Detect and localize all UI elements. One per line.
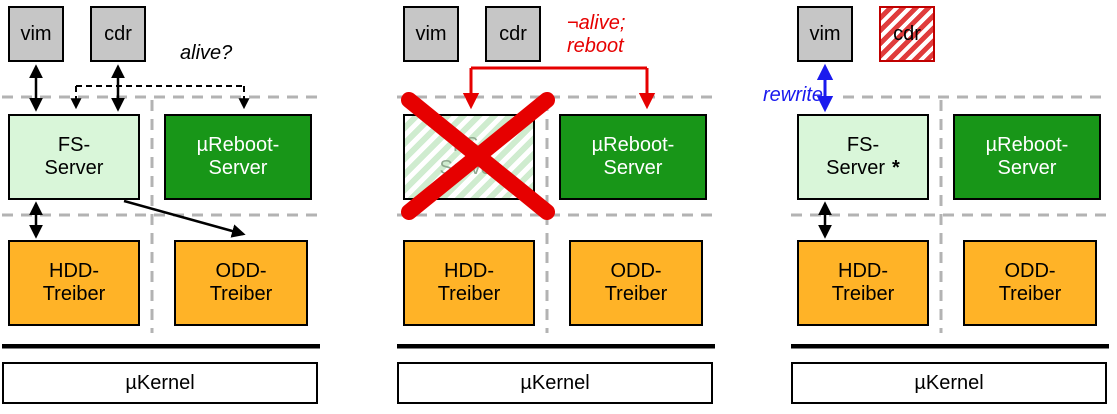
panel-failure-reboot: vim cdr ¬alive; reboot FS- Server µReboo… bbox=[397, 0, 717, 414]
alive-check-arrow bbox=[70, 85, 250, 110]
fs-server-box-restarted: FS- Server* bbox=[797, 114, 929, 200]
ureboot-server-box: µReboot- Server bbox=[559, 114, 707, 200]
ureboot-server-box: µReboot- Server bbox=[953, 114, 1101, 200]
fs-server-box-dead: FS- Server bbox=[403, 114, 535, 200]
fs-server-box: FS- Server bbox=[8, 114, 140, 200]
kernel-separator bbox=[2, 344, 320, 349]
fs-asterisk: * bbox=[892, 157, 900, 179]
panel2-arrow-layer bbox=[397, 66, 715, 349]
not-alive-label: ¬alive; reboot bbox=[567, 12, 626, 57]
odd-driver-box: ODD- Treiber bbox=[569, 240, 703, 326]
hdd-driver-box: HDD- Treiber bbox=[8, 240, 140, 326]
vim-box: vim bbox=[797, 6, 853, 62]
panel3-arrow-layer bbox=[791, 63, 1109, 349]
reboot-arrow bbox=[462, 66, 656, 110]
rewrite-label: rewrite bbox=[741, 84, 825, 107]
panel-normal-operation: vim cdr alive? FS- Server µReboot- Serve… bbox=[2, 0, 322, 414]
alive-label: alive? bbox=[180, 42, 233, 64]
panel1-arrow-layer bbox=[2, 64, 320, 349]
hdd-driver-box: HDD- Treiber bbox=[797, 240, 929, 326]
panel-recovery-rewrite: vim cdr rewrite FS- Server* µReboot- Ser… bbox=[741, 0, 1111, 414]
cdr-box: cdr bbox=[90, 6, 146, 62]
ureboot-server-box: µReboot- Server bbox=[164, 114, 312, 200]
cdr-box: cdr bbox=[485, 6, 541, 62]
vim-box: vim bbox=[8, 6, 64, 62]
fs-odd-arrow bbox=[123, 199, 246, 238]
ukernel-box: µKernel bbox=[2, 362, 318, 404]
cdr-box-restarting: cdr bbox=[879, 6, 935, 62]
vim-box: vim bbox=[403, 6, 459, 62]
ukernel-box: µKernel bbox=[397, 362, 713, 404]
odd-driver-box: ODD- Treiber bbox=[174, 240, 308, 326]
kernel-separator bbox=[397, 344, 715, 349]
ukernel-box: µKernel bbox=[791, 362, 1107, 404]
odd-driver-box: ODD- Treiber bbox=[963, 240, 1097, 326]
kernel-separator bbox=[791, 344, 1109, 349]
hdd-driver-box: HDD- Treiber bbox=[403, 240, 535, 326]
